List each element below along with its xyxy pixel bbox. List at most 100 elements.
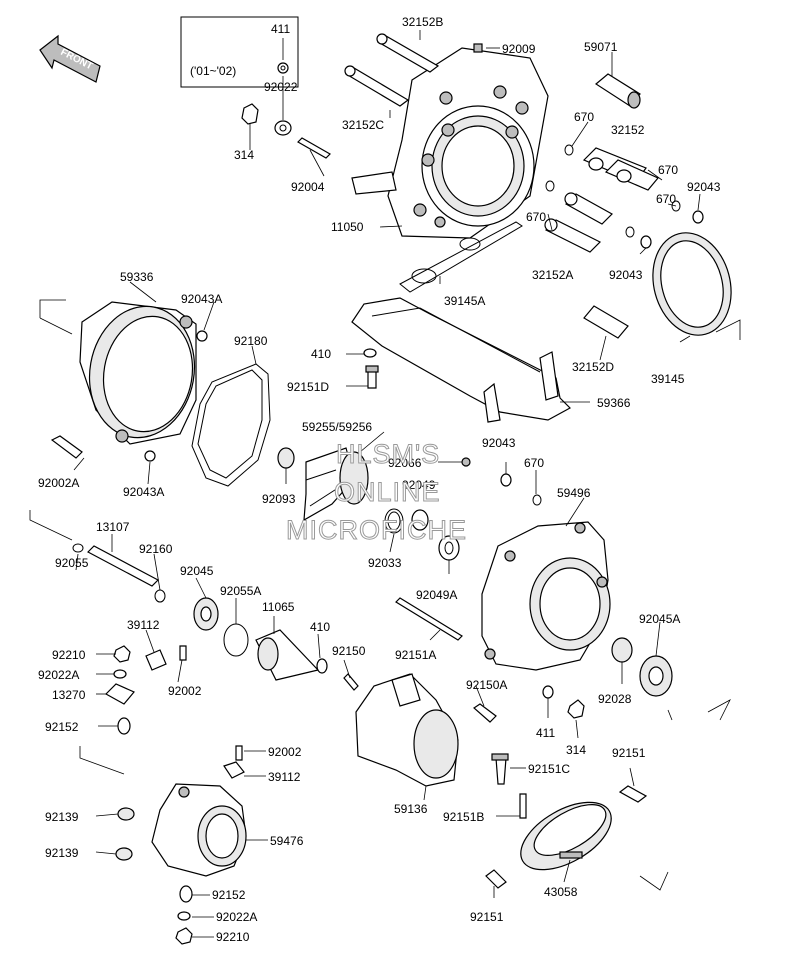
part-label-59366: 59366 [597,396,631,410]
part-label-92055A: 92055A [220,584,262,598]
stud-32152B [376,33,440,73]
pin-92043 [500,210,704,487]
watermark-line-1: HLSM'S [335,439,441,469]
part-label-11065: 11065 [262,600,295,614]
part-label-92049: 92049 [402,478,436,492]
bolt-92002A [50,435,83,459]
part-label-92210: 92210 [216,930,250,944]
nut-314-top [241,103,259,125]
part-label-92066: 92066 [388,456,422,470]
part-label-92009: 92009 [502,42,536,56]
stud-32152 [582,147,659,191]
part-label-411: 411 [536,726,556,740]
nozzle-59476 [151,783,247,877]
part-label-92002A: 92002A [38,476,80,490]
part-label-92151A: 92151A [395,648,437,662]
part-label-92160: 92160 [139,542,173,556]
note-part-label: 411 [271,22,291,36]
washer-92022-top [274,120,292,136]
bolt-92150 [343,673,359,691]
bearing-92045A [639,655,673,697]
stud-92151A [395,597,463,641]
part-label-11050: 11050 [331,220,364,234]
part-label-32152D: 32152D [572,360,615,374]
part-label-92043: 92043 [482,436,516,450]
bearing-92045 [193,597,219,631]
part-label-32152: 32152 [611,123,645,137]
part-label-39145A: 39145A [444,294,486,308]
part-label-59336: 59336 [120,270,154,284]
part-label-92004: 92004 [291,180,325,194]
part-label-39145: 39145 [651,372,685,386]
part-label-670: 670 [656,192,677,206]
part-label-92043A: 92043A [181,292,223,306]
part-label-59496: 59496 [557,486,591,500]
gasket-39145A [399,221,523,293]
part-label-92043: 92043 [687,180,721,194]
part-label-314: 314 [566,743,587,757]
part-label-92152: 92152 [45,720,79,734]
watermark-line-3: MICROFICHE [286,515,467,545]
housing-59336 [79,301,197,445]
part-label-92151C: 92151C [528,762,571,776]
gasket-92180 [191,363,271,487]
ring-92033 [384,508,404,534]
bolt-92151 [485,785,648,889]
part-label-92002: 92002 [168,684,202,698]
part-label-59476: 59476 [270,834,304,848]
part-label-92151B: 92151B [443,810,485,824]
part-label-92043A: 92043A [123,485,165,499]
part-label-13270: 13270 [52,688,86,702]
watermark-line-2: ONLINE [334,477,441,507]
washer-411-mid [542,685,554,699]
part-label-92022: 92022 [264,80,298,94]
note-box [180,16,299,88]
stud-32152C [344,65,410,107]
washer-92049 [411,509,429,531]
part-label-92022A: 92022A [38,668,80,682]
part-label-32152A: 32152A [532,268,574,282]
bolt-92002 [179,645,243,761]
part-label-59255-59256: 59255/59256 [302,420,373,434]
part-label-92151: 92151 [470,910,504,924]
part-label-92055: 92055 [55,556,89,570]
part-label-92150: 92150 [332,644,366,658]
pump-case-11050 [351,47,549,239]
part-label-670: 670 [524,456,545,470]
nut-314-mid [567,699,585,719]
part-label-92045A: 92045A [639,612,681,626]
grommet-92139 [115,807,135,861]
part-label-92152: 92152 [212,888,246,902]
part-label-39112: 39112 [127,618,160,632]
part-label-670: 670 [658,163,679,177]
bushing-92028 [611,637,633,663]
part-label-92151D: 92151D [287,380,330,394]
part-label-92033: 92033 [368,556,402,570]
part-label-92150A: 92150A [466,678,508,692]
bolt-92151B [519,793,527,819]
washer-410-mid [316,658,328,674]
part-label-92022A: 92022A [216,910,258,924]
part-label-32152C: 32152C [342,118,385,132]
o-ring-92055A [223,623,249,657]
stud-32152D [583,305,629,339]
deflector-59136 [355,673,459,787]
nut-92210 [113,645,193,945]
stud-32152A [544,192,613,253]
ring-39145 [652,232,732,336]
part-label-410: 410 [310,620,331,634]
pin-92043A [144,330,208,462]
part-label-92028: 92028 [598,692,632,706]
bolt-92151D [365,365,379,389]
part-label-92002: 92002 [268,745,302,759]
cone-11065 [255,629,320,681]
bolt-92009 [473,43,483,53]
pump-bowl-59496 [481,521,611,671]
tray-59366 [351,297,571,423]
leader-lines [29,30,741,938]
part-label-92210: 92210 [52,648,86,662]
seal-92093 [277,447,295,469]
part-label-92045: 92045 [180,564,214,578]
part-label-410: 410 [311,347,332,361]
part-label-59136: 59136 [394,802,428,816]
